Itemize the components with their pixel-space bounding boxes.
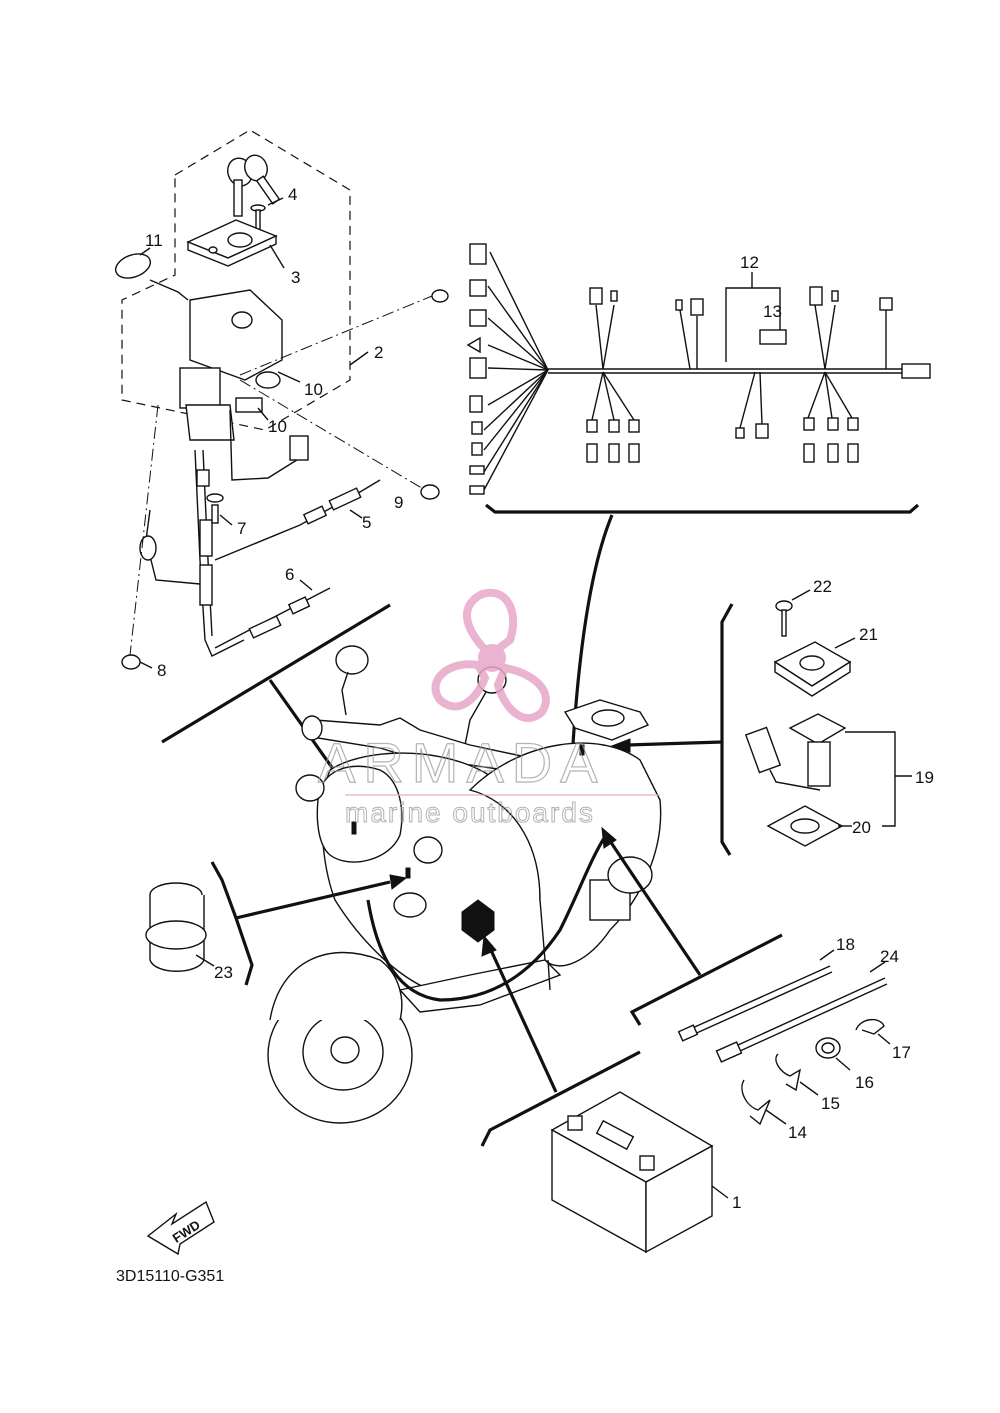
switch-lead-wire [229,409,301,481]
bolt-part-9 [239,379,440,500]
bolt-part-22 [775,589,811,637]
callout-20: 20 [852,818,871,837]
clamp-part-17 [855,1019,891,1045]
callout-14: 14 [788,1123,807,1142]
main-switch-body [179,289,301,441]
harness-bottom-branches [586,371,859,463]
harness-panel-edge [485,503,920,514]
leader-sender-to-scooter [627,740,723,747]
battery-panel-edge [480,1050,641,1147]
callout-19: 19 [915,768,934,787]
battery-part-1 [480,1050,729,1254]
turn-signal-right [413,836,443,864]
arrowhead-clamps [601,826,617,849]
arrowhead-horn [389,874,408,890]
headlight-cowl [316,765,403,863]
cable-tie-part-24 [715,961,888,1063]
harness-routing-line [366,834,608,1002]
callout-6: 6 [285,565,294,584]
mirror-left [335,645,369,716]
watermark-title: ARMADA [318,731,606,794]
leader-part-2 [349,351,369,366]
scooter-body [267,645,662,1124]
callout-24: 24 [880,947,899,966]
grommet-part-11 [114,247,189,301]
callout-22: 22 [813,577,832,596]
callout-9: 9 [394,493,403,512]
switch-cover-part-3 [186,219,285,269]
bolt-part-8 [121,654,141,670]
screw-part-4 [250,197,284,231]
harness-top-branches [589,272,893,370]
battery-location-marker [461,899,495,943]
leader-clamps-to-scooter [606,837,702,976]
harness-left-branches [466,243,549,495]
callout-12: 12 [740,253,759,272]
callout-21: 21 [859,625,878,644]
callout-23: 23 [214,963,233,982]
callout-18: 18 [836,935,855,954]
cable-ties-group [629,933,891,1126]
watermark-subtitle: marine outboards [345,797,595,828]
callout-1: 1 [732,1193,741,1212]
clamp-part-16 [815,1037,851,1071]
main-switch-group [114,129,449,500]
callout-17: 17 [892,1043,911,1062]
callout-16: 16 [855,1073,874,1092]
propeller-logo-icon [431,588,550,722]
plate-part-21 [773,637,856,697]
callout-11: 11 [145,231,163,250]
callout-2: 2 [374,343,383,362]
group-boundary-dashed [121,129,351,431]
front-wheel [267,951,413,1124]
callout-3: 3 [291,268,300,287]
leader-battery-to-scooter [488,947,558,1093]
cable-tie-part-18 [677,949,835,1042]
callout-13: 13 [763,302,782,321]
seat-lock-cable-group [121,404,245,670]
armada-watermark: ARMADA marine outboards [317,588,660,829]
turn-signal-left [295,774,325,802]
callout-10-upper: 10 [304,380,323,399]
upper-left-panel-edge [161,603,391,744]
callout-4: 4 [288,185,297,204]
ties-panel-edge [629,933,783,1026]
callout-8: 8 [157,661,166,680]
leader-horn-to-scooter [235,880,391,920]
horn-part-23 [145,861,254,986]
callout-labels: 1 2 3 4 5 6 7 8 9 10 10 11 12 13 14 15 1… [145,185,934,1212]
callout-15: 15 [821,1094,840,1113]
fwd-arrow-icon: FWD [146,1200,215,1256]
callout-7: 7 [237,519,246,538]
washer-part-7 [206,493,224,503]
cable-part-5 [214,479,381,561]
wire-harness-group [466,243,931,514]
gasket-part-20 [766,805,852,847]
fuse-part-13 [759,329,787,345]
arrowhead-battery [481,934,497,957]
callout-10-lower: 10 [268,417,287,436]
callout-5: 5 [362,513,371,532]
clamp-part-15 [775,1053,819,1096]
clamp-part-14 [741,1079,787,1126]
cable-part-6 [214,579,331,649]
fuel-sender-group [720,589,912,856]
drawing-code: 3D15110-G351 [116,1268,224,1285]
bolt-upper [239,289,449,376]
sender-panel-edge [720,603,734,856]
lead-connector [289,435,309,461]
fuel-sender-unit [744,713,912,827]
